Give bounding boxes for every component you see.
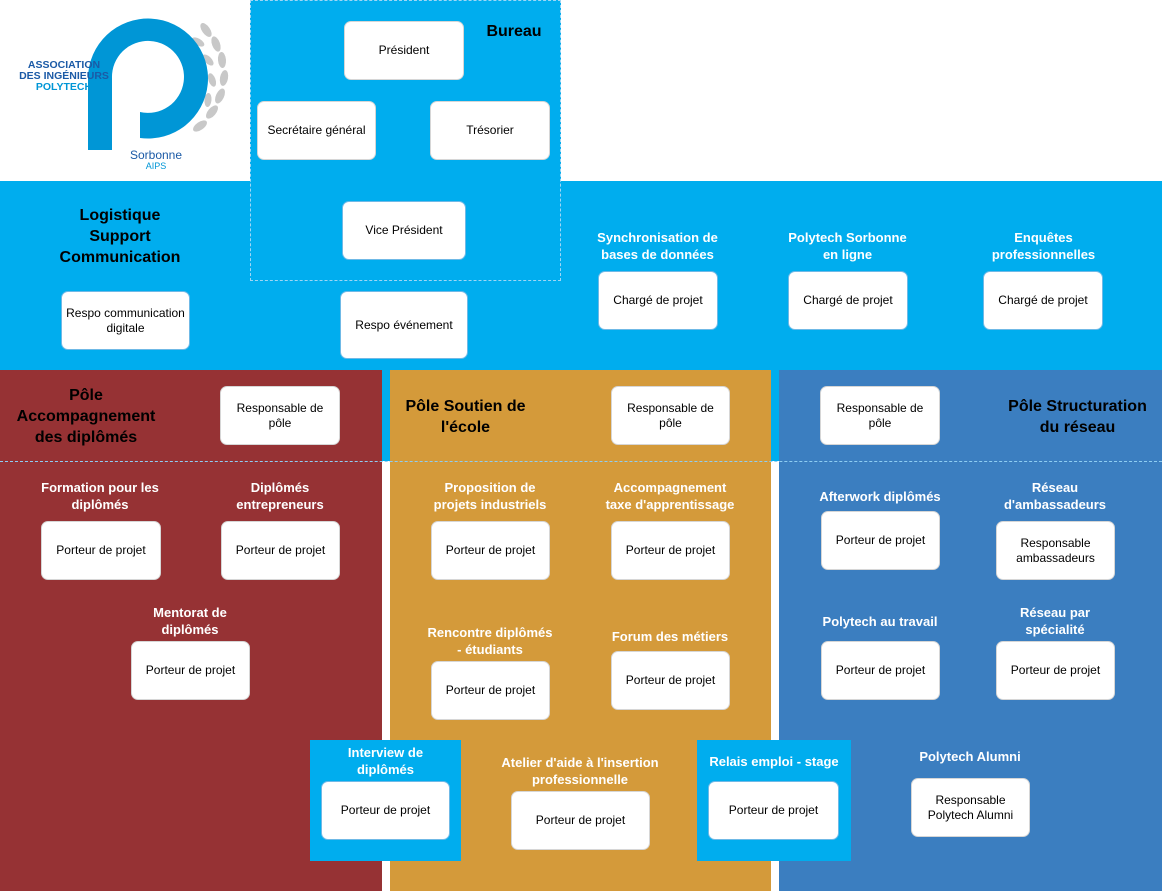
president-box[interactable]: Président <box>344 21 464 80</box>
tresorier-box[interactable]: Trésorier <box>430 101 550 160</box>
interview-title: Interview de diplômés <box>347 745 424 777</box>
sync-charge-box[interactable]: Chargé de projet <box>598 271 718 330</box>
online-charge-box[interactable]: Chargé de projet <box>788 271 908 330</box>
aips-logo: ASSOCIATION DES INGÉNIEURS POLYTECH Sorb… <box>0 0 250 180</box>
specialite-porteur-box[interactable]: Porteur de projet <box>996 641 1115 700</box>
taxe-title: Accompagnement taxe d'apprentissage <box>605 480 735 512</box>
logo-line-polytech: POLYTECH <box>35 81 93 93</box>
afterwork-title: Afterwork diplômés <box>819 489 941 504</box>
respo-communication-box[interactable]: Respo communication digitale <box>61 291 190 350</box>
proposition-title: Proposition de projets industriels <box>433 480 547 512</box>
alumni-responsable-box[interactable]: Responsable Polytech Alumni <box>911 778 1030 837</box>
specialite-title: Réseau par spécialité <box>1019 605 1091 637</box>
relais-porteur-box[interactable]: Porteur de projet <box>708 781 839 840</box>
alumni-title: Polytech Alumni <box>919 749 1021 764</box>
ambassadeurs-responsable-box[interactable]: Responsable ambassadeurs <box>996 521 1115 580</box>
pole-accompagnement-title: Pôle Accompagnement des diplômés <box>16 387 156 446</box>
pole-header-strip-left <box>382 370 390 461</box>
formation-porteur-box[interactable]: Porteur de projet <box>41 521 161 580</box>
pole-structuration-responsable[interactable]: Responsable de pôle <box>820 386 940 445</box>
logo-graphic <box>88 18 229 150</box>
afterwork-porteur-box[interactable]: Porteur de projet <box>821 511 940 570</box>
entrepreneurs-porteur-box[interactable]: Porteur de projet <box>221 521 340 580</box>
mentorat-porteur-box[interactable]: Porteur de projet <box>131 641 250 700</box>
sync-title: Synchronisation de bases de données <box>597 230 718 262</box>
pole-header-strip-right <box>771 370 779 461</box>
online-title: Polytech Sorbonne en ligne <box>788 230 907 262</box>
travail-title: Polytech au travail <box>822 614 938 629</box>
atelier-title: Atelier d'aide à l'insertion professionn… <box>501 755 659 787</box>
entrepreneurs-title: Diplômés entrepreneurs <box>236 480 324 512</box>
travail-porteur-box[interactable]: Porteur de projet <box>821 641 940 700</box>
enquetes-title: Enquêtes professionnelles <box>991 230 1096 262</box>
bureau-title: Bureau <box>486 23 542 40</box>
vice-president-box[interactable]: Vice Président <box>342 201 466 260</box>
taxe-porteur-box[interactable]: Porteur de projet <box>611 521 730 580</box>
pole-accompagnement-responsable[interactable]: Responsable de pôle <box>220 386 340 445</box>
pole-divider-line <box>0 461 1162 462</box>
pole-soutien-title: Pôle Soutien de l'école <box>405 398 526 436</box>
relais-title: Relais emploi - stage <box>709 754 839 769</box>
logistique-title: Logistique Support Communication <box>59 207 181 266</box>
interview-porteur-box[interactable]: Porteur de projet <box>321 781 450 840</box>
logo-p-icon <box>88 18 208 150</box>
atelier-porteur-box[interactable]: Porteur de projet <box>511 791 650 850</box>
mentorat-title: Mentorat de diplômés <box>153 605 227 637</box>
logo-line-ingenieurs: DES INGÉNIEURS <box>19 70 109 82</box>
logo-line-association: ASSOCIATION <box>27 59 101 71</box>
secretaire-box[interactable]: Secrétaire général <box>257 101 376 160</box>
forum-porteur-box[interactable]: Porteur de projet <box>611 651 730 710</box>
top-band <box>0 181 1162 370</box>
proposition-porteur-box[interactable]: Porteur de projet <box>431 521 550 580</box>
enquetes-charge-box[interactable]: Chargé de projet <box>983 271 1103 330</box>
logo-line-sorbonne: Sorbonne <box>129 148 183 162</box>
logo-line-aips: AIPS <box>145 161 167 171</box>
ambassadeurs-title: Réseau d'ambassadeurs <box>1003 480 1107 512</box>
pole-structuration-title: Pôle Structuration du réseau <box>1008 398 1147 436</box>
respo-evenement-box[interactable]: Respo événement <box>340 291 468 359</box>
formation-title: Formation pour les diplômés <box>41 480 159 512</box>
rencontre-title: Rencontre diplômés - étudiants <box>427 625 553 657</box>
rencontre-porteur-box[interactable]: Porteur de projet <box>431 661 550 720</box>
pole-soutien-responsable[interactable]: Responsable de pôle <box>611 386 730 445</box>
forum-title: Forum des métiers <box>611 629 729 644</box>
laurel-icon <box>191 23 229 132</box>
